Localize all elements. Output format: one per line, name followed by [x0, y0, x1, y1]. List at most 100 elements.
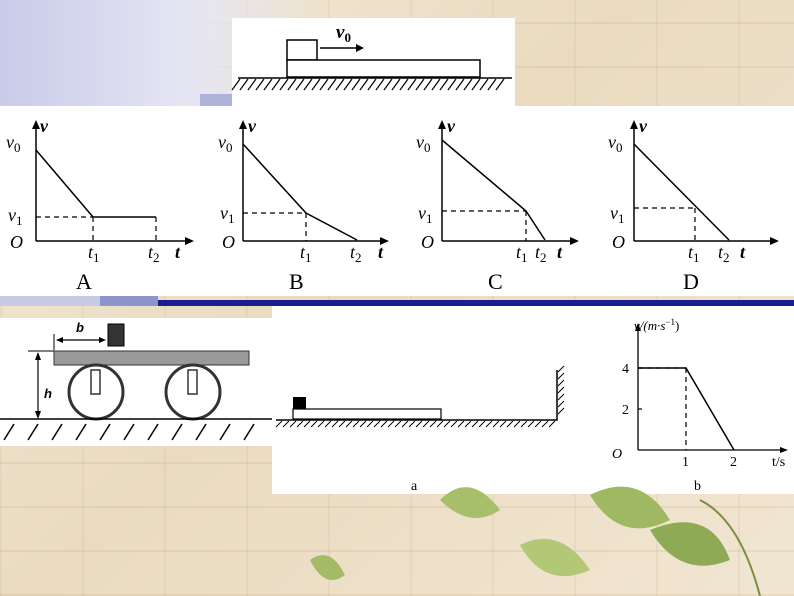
b-arrow-left-icon [56, 337, 63, 343]
hatch-line [327, 78, 337, 91]
y-axis-label: v/(m·s−1) [634, 317, 679, 333]
hatch-line [303, 78, 313, 91]
hatch-line [557, 407, 565, 415]
h-arrow-down-icon [35, 411, 41, 419]
graph-B-labels: v v0 v1 O t1 t2 t B [218, 116, 384, 294]
hatch-line [359, 420, 367, 428]
graph-D [630, 120, 779, 245]
graph-letter: B [289, 269, 304, 294]
origin-label: O [10, 232, 23, 252]
x-axis-label: t/s [772, 455, 785, 470]
y-tick-label: 4 [622, 362, 629, 377]
v-axis-arrow-icon [630, 120, 638, 129]
hatch-line [352, 420, 360, 428]
v-axis-label: v [447, 116, 456, 136]
hatch-line [263, 78, 273, 91]
t1-tick-label: t1 [688, 242, 700, 265]
hatch-line [471, 78, 481, 91]
b-label: b [76, 320, 84, 335]
hatch-line [219, 423, 231, 441]
t2-tick-label: t2 [148, 242, 160, 265]
t2-tick-label: t2 [718, 242, 730, 265]
hatch-line [375, 78, 385, 91]
hatch-line [387, 420, 395, 428]
left-axle [90, 369, 101, 395]
hatch-line [557, 393, 565, 401]
floor-hatching [275, 420, 556, 428]
v0-tick-label: v0 [218, 132, 233, 155]
hatch-line [231, 78, 241, 91]
hatch-line [464, 420, 472, 428]
hatch-line [366, 420, 374, 428]
cart-ground-hatching [3, 423, 255, 441]
hatch-line [343, 78, 353, 91]
graph-A-labels: v v0 v1 O t1 t2 t A [6, 116, 181, 294]
y-axis-arrow-icon [635, 323, 641, 331]
hatch-line [548, 420, 556, 428]
t1-tick-label: t1 [516, 242, 528, 265]
hatch-line [275, 420, 283, 428]
t2-tick-label: t2 [350, 242, 362, 265]
hatch-line [495, 78, 505, 91]
graph-letter: A [76, 269, 92, 294]
v-axis-label: v [639, 116, 648, 136]
hatch-line [513, 420, 521, 428]
v1-tick-label: v1 [418, 203, 433, 226]
graph-A [32, 120, 194, 245]
hatch-line [373, 420, 381, 428]
hatch-line [557, 386, 565, 394]
hatch-line [303, 420, 311, 428]
hatch-line [243, 423, 255, 441]
hatch-line [338, 420, 346, 428]
velocity-curve [242, 143, 358, 241]
hatch-line [282, 420, 290, 428]
v-axis-label: v [248, 116, 257, 136]
b-arrow-right-icon [99, 337, 106, 343]
t-axis-label: t [175, 242, 181, 262]
small-block [286, 39, 318, 61]
hatch-line [359, 78, 369, 91]
long-plank [286, 59, 481, 78]
hatch-line [367, 78, 377, 91]
hatch-line [399, 78, 409, 91]
hatch-line [447, 78, 457, 91]
block-on-plank-diagram: v0 [231, 22, 512, 91]
hatch-line [195, 423, 207, 441]
hatch-line [239, 78, 249, 91]
v0-tick-label: v0 [608, 132, 623, 155]
h-label: h [44, 386, 52, 401]
hatch-line [296, 420, 304, 428]
hatch-line [439, 78, 449, 91]
t-axis-label: t [378, 242, 384, 262]
hatch-line [506, 420, 514, 428]
hatch-line [51, 423, 63, 441]
hatch-line [422, 420, 430, 428]
hatch-line [247, 78, 257, 91]
hatch-line [383, 78, 393, 91]
hatch-line [171, 423, 183, 441]
graph-C-labels: v v0 v1 O t1 t2 t C [416, 116, 563, 294]
v-axis-label: v [40, 116, 49, 136]
hatch-line [557, 400, 565, 408]
hatch-line [324, 420, 332, 428]
hatch-line [479, 78, 489, 91]
x-tick-label: 2 [730, 455, 737, 470]
h-arrow-up-icon [35, 352, 41, 360]
hatch-line [443, 420, 451, 428]
figure-a-caption: a [411, 479, 418, 494]
hatch-line [147, 423, 159, 441]
hatch-line [520, 420, 528, 428]
board [292, 408, 442, 420]
hatch-line [123, 423, 135, 441]
hatch-line [431, 78, 441, 91]
graph-D-labels: v v0 v1 O t1 t2 t D [608, 116, 746, 294]
v-axis-arrow-icon [438, 120, 446, 129]
hatch-line [492, 420, 500, 428]
t-axis-arrow-icon [380, 237, 389, 245]
y-tick-label: 2 [622, 403, 629, 418]
t-axis-label: t [740, 242, 746, 262]
graphs-diagram: v v0 v1 O t1 t2 t A v v0 v1 O t1 t2 t B … [6, 116, 779, 294]
cart-panel: b h [0, 318, 272, 446]
